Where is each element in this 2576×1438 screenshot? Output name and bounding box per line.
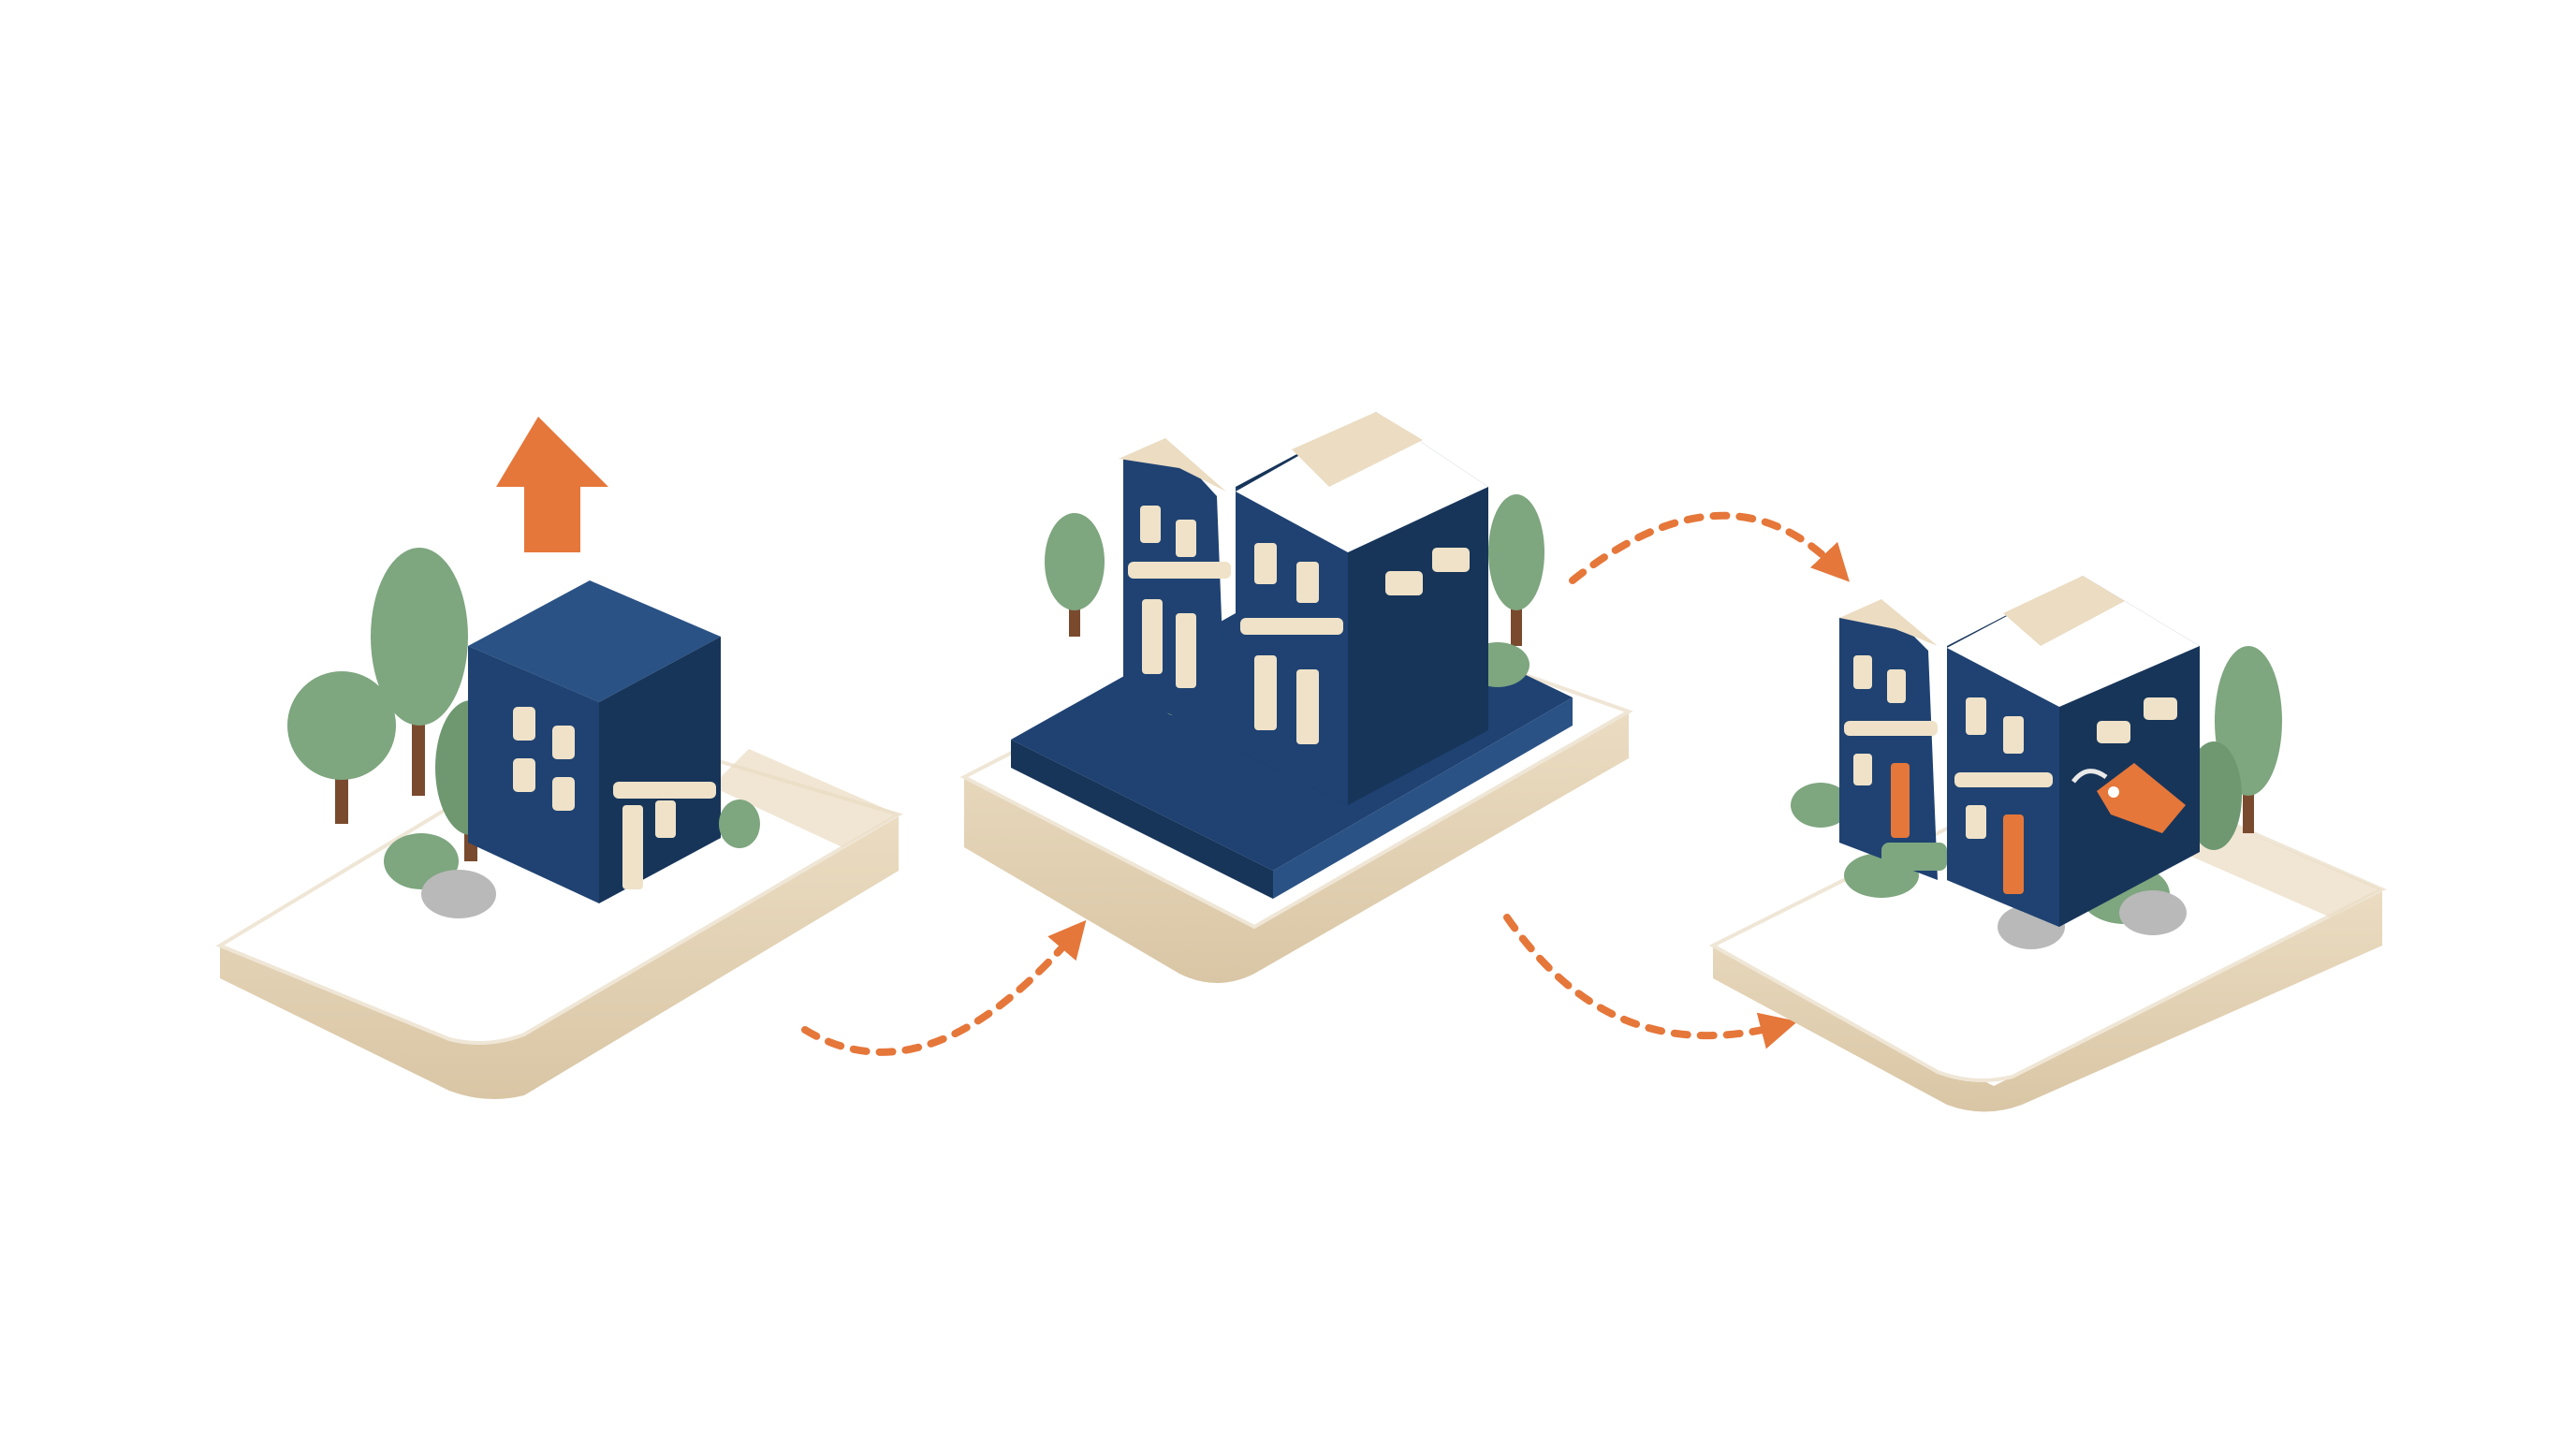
dashed-arrow-icon: [1569, 511, 1850, 584]
up-arrow-icon: [496, 417, 608, 552]
step-3-house: [1839, 576, 2200, 927]
dashed-arrow-icon: [1503, 914, 1798, 1049]
step-2-house: [1119, 412, 1488, 805]
step-1-single-house: [215, 417, 903, 1099]
step-3-twin-house-for-sale: [1708, 576, 2387, 1112]
price-tag-icon: [2071, 763, 2186, 833]
dashed-arrow-icon: [801, 919, 1087, 1056]
step-2-twin-house: [959, 412, 1633, 983]
step-1-house: [468, 580, 760, 903]
